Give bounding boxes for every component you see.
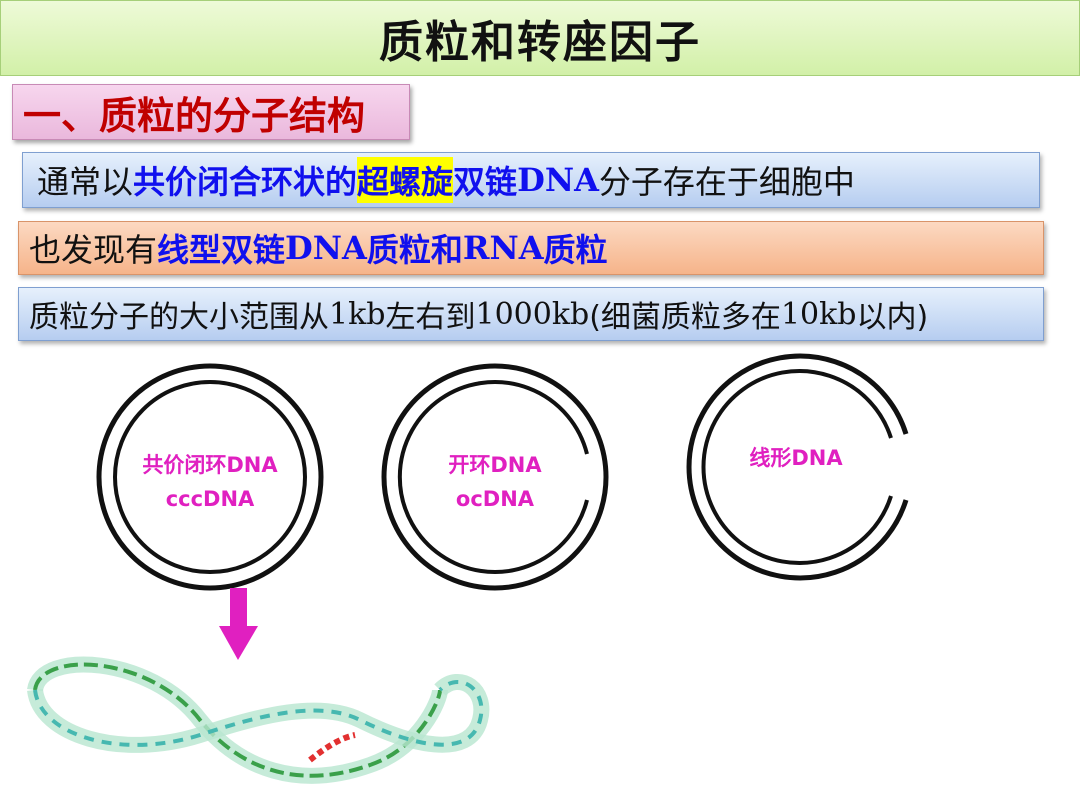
line2-d: 质粒和 (366, 231, 463, 269)
line1-b: 共价闭合环状的 (133, 163, 358, 201)
ccc-dna-label: 共价闭环DNA cccDNA (110, 448, 310, 516)
line3-g: 以内) (856, 300, 929, 335)
linear-dna-label: 线形DNA (696, 441, 896, 475)
line1-c: 超螺旋 (357, 157, 454, 203)
line1-f: 分子存在于细胞中 (598, 163, 855, 201)
plasmid-forms-diagram (27, 353, 909, 784)
ccc-dna-label-line1: 共价闭环DNA (142, 453, 278, 477)
oc-dna-circles (381, 363, 609, 591)
oc-dna-label: 开环DNA ocDNA (395, 448, 595, 516)
line1-a: 通常以 (37, 163, 134, 201)
line3-c: 左右到 (385, 300, 476, 335)
down-arrow (219, 588, 258, 660)
section-heading: 一、质粒的分子结构 (12, 84, 410, 140)
oc-dna-label-line2: ocDNA (455, 487, 535, 511)
line3-a: 质粒分子的大小范围从 (29, 300, 329, 335)
ccc-dna-label-line2: cccDNA (165, 487, 255, 511)
line2-b: 线型双链 (157, 231, 286, 269)
line3-b: 1kb (329, 296, 386, 332)
line3-d: 1000kb (475, 296, 590, 332)
line2-a: 也发现有 (29, 231, 158, 269)
linear-dna-label-text: 线形DNA (749, 446, 843, 470)
line1-d: 双链 (453, 163, 518, 201)
line2-f: 质粒 (543, 231, 608, 269)
title-bar: 质粒和转座因子 (0, 0, 1080, 76)
line1-e: DNA (517, 161, 599, 199)
page-title: 质粒和转座因子 (379, 17, 701, 68)
oc-dna-label-line1: 开环DNA (448, 453, 542, 477)
line2-c: DNA (285, 229, 367, 267)
section-heading-text: 一、质粒的分子结构 (23, 93, 366, 138)
supercoiled-helix-image (27, 656, 490, 784)
linear-dna-arcs (686, 353, 909, 581)
line2-e: RNA (462, 229, 544, 267)
line3-e: (细菌质粒多在 (589, 300, 781, 335)
line3-f: 10kb (780, 296, 857, 332)
ccc-dna-circles (96, 363, 324, 591)
